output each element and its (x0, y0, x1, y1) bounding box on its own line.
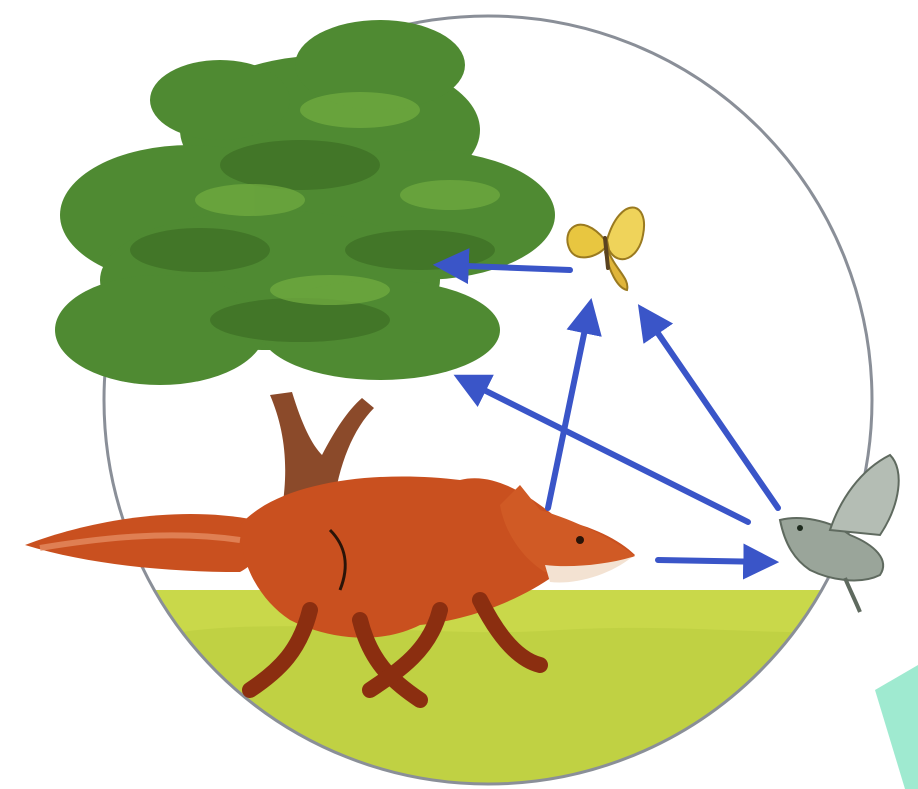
corner-accent (875, 665, 918, 789)
arrow-fox-to-bird (658, 560, 772, 562)
